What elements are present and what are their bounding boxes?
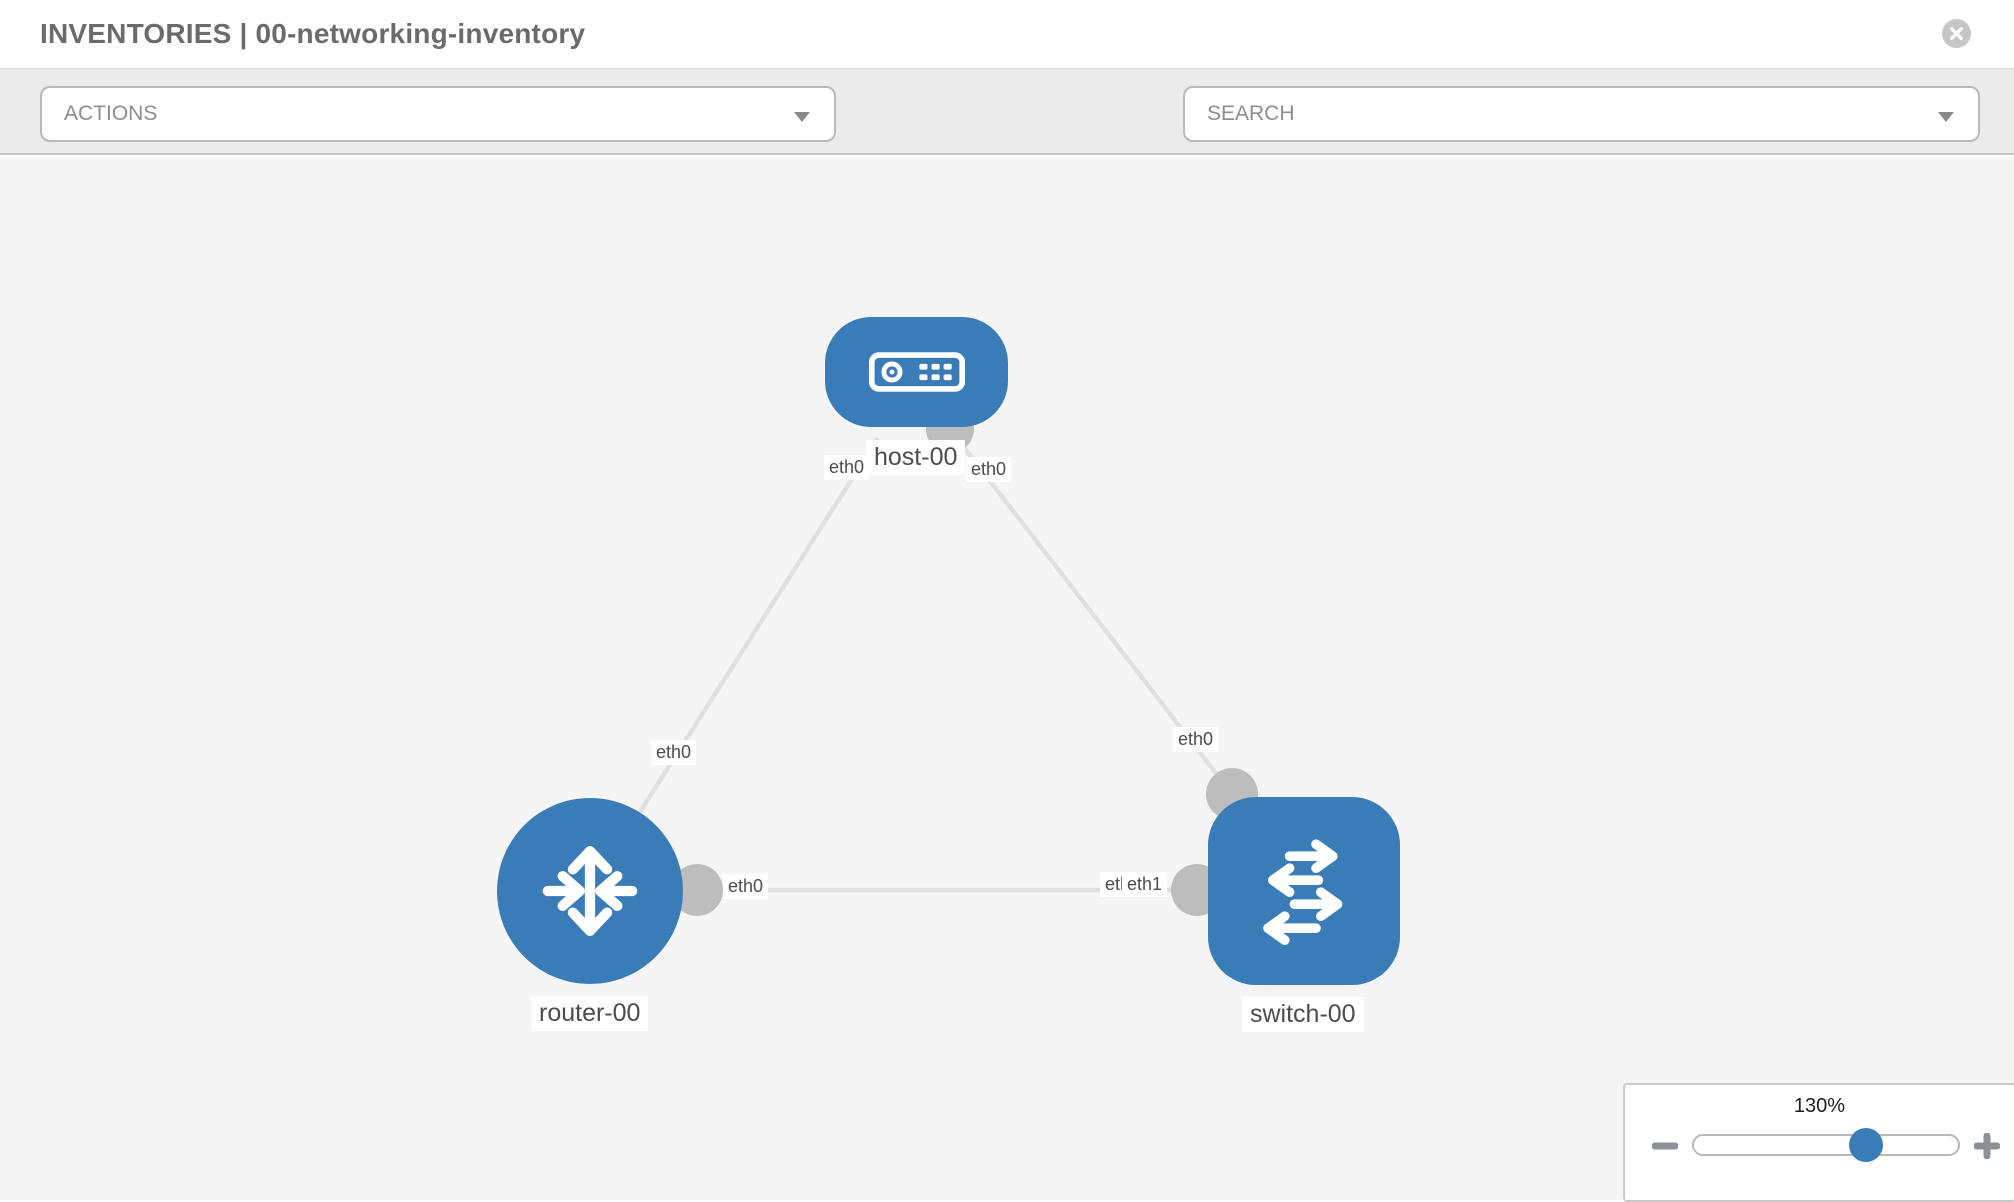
toolbar: ACTIONS SEARCH [0, 69, 2014, 202]
interface-label-host-eth0-right: eth0 [966, 457, 1012, 482]
zoom-level-value: 130% [1793, 1095, 1846, 1117]
switch-icon [1263, 839, 1343, 945]
node-label-switch-00: switch-00 [1242, 997, 1364, 1032]
minus-icon [1652, 1142, 1678, 1150]
node-host-00[interactable] [825, 317, 1008, 427]
close-icon [1950, 27, 1963, 40]
page-title: INVENTORIES | 00-networking-inventory [40, 18, 586, 49]
chevron-down-icon [1938, 112, 1954, 122]
actions-dropdown[interactable]: ACTIONS [40, 86, 836, 142]
interface-label-switch-left-eth1: eth1 [1122, 872, 1168, 897]
node-label-router-00: router-00 [531, 996, 649, 1031]
node-switch-00[interactable] [1208, 797, 1400, 985]
interface-label-router-link-eth0: eth0 [651, 740, 697, 765]
zoom-slider-track[interactable] [1692, 1128, 1960, 1162]
host-icon [868, 352, 965, 392]
node-router-00[interactable] [497, 798, 683, 984]
router-icon [542, 845, 638, 937]
close-button[interactable] [1942, 19, 1971, 48]
node-label-host-00: host-00 [866, 440, 966, 475]
zoom-slider-thumb[interactable] [1849, 1128, 1883, 1162]
zoom-control-panel: 130% [1623, 1083, 2014, 1202]
title-bar: INVENTORIES | 00-networking-inventory [0, 0, 2014, 69]
interface-label-switch-top-eth0: eth0 [1173, 727, 1219, 752]
search-dropdown[interactable]: SEARCH [1183, 86, 1980, 142]
zoom-in-button[interactable] [1970, 1129, 2004, 1163]
search-dropdown-label: SEARCH [1207, 102, 1295, 125]
interface-label-router-right-eth0: eth0 [723, 874, 769, 899]
actions-dropdown-label: ACTIONS [64, 102, 158, 125]
interface-label-host-eth0-left: eth0 [824, 455, 870, 480]
topology-canvas[interactable] [0, 157, 2014, 1200]
link-host-router[interactable] [596, 436, 880, 880]
plus-icon [1974, 1133, 2000, 1159]
chevron-down-icon [794, 112, 810, 122]
zoom-out-button[interactable] [1648, 1129, 1682, 1163]
